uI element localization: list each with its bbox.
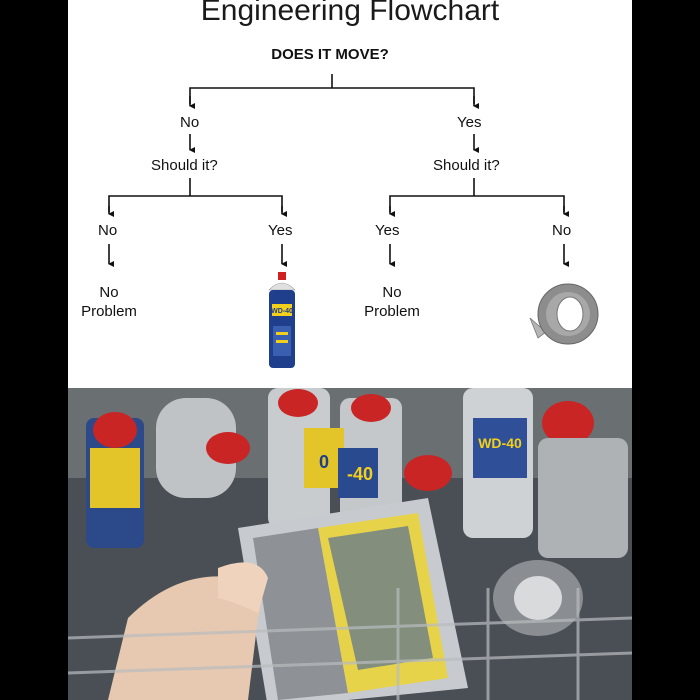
- duct-tape-icon: [529, 283, 599, 345]
- branch-no-label-1: No: [98, 222, 118, 239]
- page-title: Engineering Flowchart: [200, 0, 500, 27]
- flowchart-connectors: WD-40: [108, 74, 599, 368]
- level1-yes-label: Yes: [457, 114, 482, 131]
- front-wd40-can: [238, 498, 468, 700]
- left-should-it-label: Should it?: [151, 157, 218, 174]
- flowchart-panel: Engineering Flowchart DOES IT MOVE?: [68, 0, 632, 700]
- root-question: DOES IT MOVE?: [271, 46, 389, 63]
- shopping-cart-photo: WD-40 0 -40: [68, 388, 632, 700]
- branch-yes-label-2: Yes: [375, 222, 400, 239]
- right-should-it-label: Should it?: [433, 157, 500, 174]
- branch-yes-label-1: Yes: [268, 222, 293, 239]
- level1-no-label: No: [180, 114, 200, 131]
- background-cans: WD-40 0 -40: [86, 388, 628, 636]
- can-label: WD-40: [271, 308, 293, 315]
- cart-grid: [68, 588, 632, 700]
- wd40-can-icon: WD-40: [268, 272, 296, 368]
- photo-can-label-2: 0: [319, 452, 329, 472]
- photo-can-label-1: WD-40: [478, 435, 522, 451]
- photo-can-label-3: -40: [347, 464, 373, 484]
- branch-no-label-2: No: [552, 222, 572, 239]
- root-split-line: [189, 87, 475, 104]
